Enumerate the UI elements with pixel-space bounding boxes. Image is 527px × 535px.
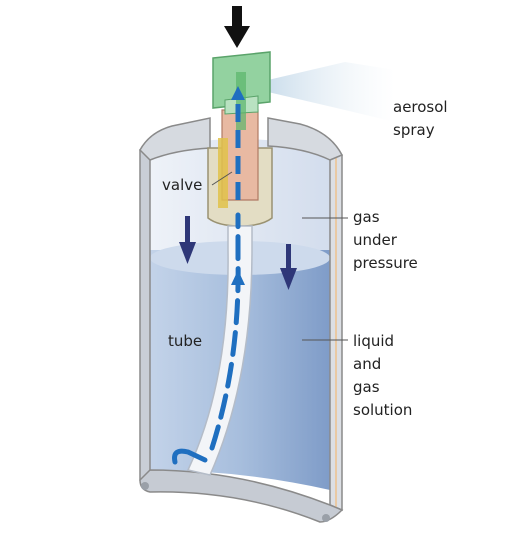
- label-gas-under-pressure: gas under pressure: [353, 208, 418, 272]
- label-tube: tube: [168, 332, 203, 350]
- label-valve: valve: [162, 176, 203, 194]
- press-arrow-down-icon: [224, 6, 250, 48]
- aerosol-spray-plume: [268, 62, 395, 122]
- actuator-channel: [236, 72, 246, 130]
- can-seam-left: [141, 482, 149, 490]
- flow-arrow-up-icon: [231, 270, 245, 285]
- can-seam-right: [322, 514, 330, 522]
- label-liquid-and-gas-solution: liquid and gas solution: [353, 332, 413, 419]
- can-bottom: [139, 469, 344, 523]
- can-top-rim-right: [267, 117, 344, 161]
- can-top-rim: [139, 117, 211, 161]
- pressure-arrow-down-icon-right: [280, 244, 297, 290]
- flow-arrow-up-icon-top: [231, 86, 245, 100]
- can-left-wall: [139, 149, 151, 481]
- flow-path: [172, 448, 208, 465]
- valve-spring: [218, 138, 228, 208]
- leader-valve: [211, 171, 233, 186]
- label-aerosol-spray: aerosol spray: [393, 98, 448, 139]
- pressure-arrow-down-icon-left: [179, 216, 196, 264]
